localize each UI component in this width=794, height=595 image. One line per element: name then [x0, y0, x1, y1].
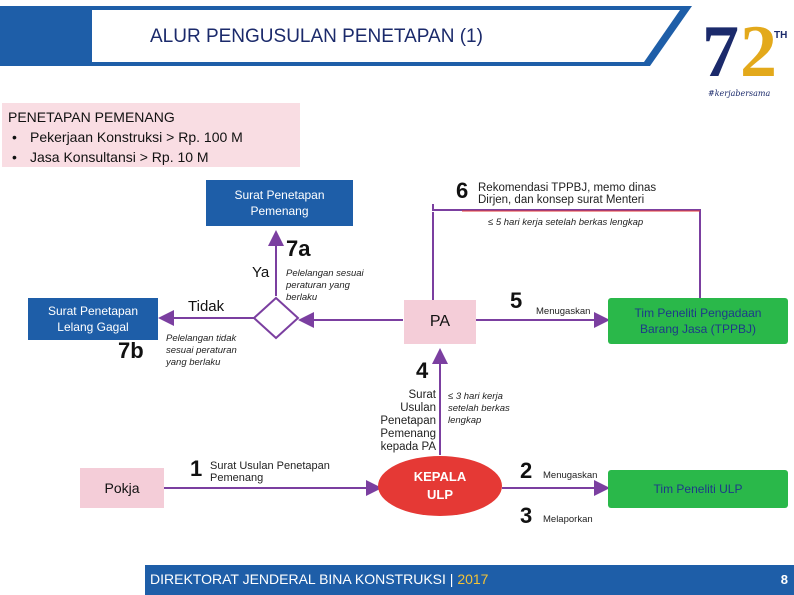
decision-tidak: Tidak: [188, 298, 225, 315]
info-item: Jasa Konsultansi > Rp. 10 M: [12, 147, 294, 167]
arrow-tppbj-return: [432, 204, 701, 300]
step-6-number: 6: [456, 178, 469, 203]
step-4-note: ≤ 3 hari kerja setelah berkas lengkap: [448, 391, 510, 426]
svg-text:7: 7: [702, 11, 739, 93]
node-tppbj: Tim Peneliti Pengadaan Barang Jasa (TPPB…: [608, 298, 788, 344]
step-2-number: 2: [520, 458, 533, 483]
step-5-number: 5: [510, 288, 523, 313]
svg-text:TH: TH: [774, 30, 787, 41]
svg-text:#kerjabersama: #kerjabersama: [708, 89, 771, 98]
step-6-label: Rekomendasi TPPBJ, memo dinas Dirjen, da…: [478, 182, 657, 206]
info-item: Pekerjaan Konstruksi > Rp. 100 M: [12, 127, 294, 147]
node-surat-penetapan-lelang-gagal: Surat Penetapan Lelang Gagal: [28, 298, 158, 340]
step-1-label: Surat Usulan Penetapan Pemenang: [210, 460, 330, 484]
node-kepala-ulp: KEPALA ULP: [378, 456, 502, 516]
page-title: ALUR PENGUSULAN PENETAPAN (1): [150, 26, 483, 47]
step-1-number: 1: [190, 456, 203, 481]
step-2-label: Menugaskan: [543, 470, 598, 481]
step-7a-number: 7a: [286, 236, 311, 261]
decision-diamond: [252, 296, 300, 340]
title-banner: [0, 6, 692, 66]
decision-ya: Ya: [252, 264, 270, 281]
node-tim-peneliti-ulp: Tim Peneliti ULP: [608, 470, 788, 508]
step-6-note: ≤ 5 hari kerja setelah berkas lengkap: [488, 217, 644, 228]
footer-bar: [145, 565, 794, 595]
info-heading: PENETAPAN PEMENANG: [8, 109, 175, 125]
step-5-label: Menugaskan: [536, 306, 591, 317]
node-pa: PA: [404, 300, 476, 344]
page-number: 8: [780, 572, 788, 587]
step-7b-number: 7b: [118, 338, 144, 363]
footer-text: DIREKTORAT JENDERAL BINA KONSTRUKSI | 20…: [150, 571, 489, 587]
step-4-number: 4: [416, 358, 429, 383]
step-4-label: Surat Usulan Penetapan Pemenang kepada P…: [380, 389, 436, 453]
step-3-number: 3: [520, 503, 533, 528]
anniversary-logo: 7 2 TH #kerjabersama: [700, 4, 792, 100]
step-7a-label: Pelelangan sesuai peraturan yang berlaku: [286, 268, 364, 303]
step-3-label: Melaporkan: [543, 514, 593, 525]
svg-text:2: 2: [740, 11, 777, 93]
info-box: PENETAPAN PEMENANG Pekerjaan Konstruksi …: [2, 103, 300, 167]
decision-tidak-note: Pelelangan tidak sesuai peraturan yang b…: [166, 333, 237, 368]
node-surat-penetapan-pemenang: Surat Penetapan Pemenang: [206, 180, 353, 226]
node-pokja: Pokja: [80, 468, 164, 508]
